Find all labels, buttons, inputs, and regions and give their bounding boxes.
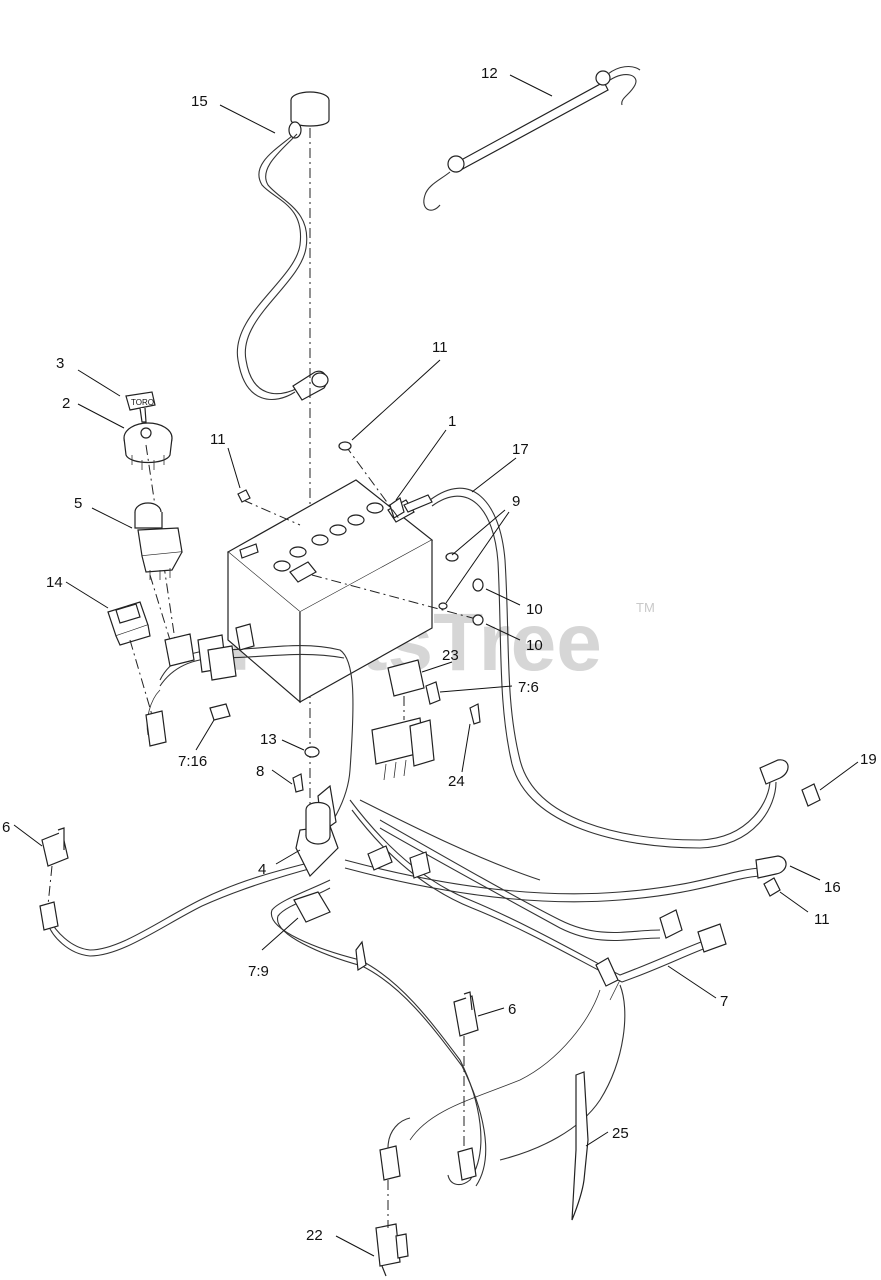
cable-16 <box>344 859 761 895</box>
part-ignition-switch <box>123 422 173 470</box>
part-solenoid <box>295 801 339 878</box>
callout-1: 1 <box>448 413 456 430</box>
part-relay-6-left <box>39 827 69 931</box>
callout-7-16: 7:16 <box>178 753 207 770</box>
washer-9-upper <box>445 552 459 562</box>
callout-25: 25 <box>612 1125 629 1142</box>
part-fuse-block <box>371 717 435 781</box>
part-key: TORO <box>125 391 156 423</box>
callout-7: 7 <box>720 993 728 1010</box>
leader-lines <box>13 74 859 1257</box>
callout-16: 16 <box>824 879 841 896</box>
callout-10-upper: 10 <box>526 601 543 618</box>
bolt-19 <box>801 783 821 807</box>
callouts: 12 15 11 3 2 1 11 17 9 5 14 10 10 23 7:6… <box>2 65 877 1244</box>
nut-11-upper <box>338 441 352 451</box>
dashline-battery-bolt <box>344 444 401 521</box>
callout-6-left: 6 <box>2 819 10 836</box>
callout-11-upper: 11 <box>432 339 448 356</box>
part-cable-tie <box>571 1071 589 1221</box>
callout-9: 9 <box>512 493 520 510</box>
bolt-8 <box>292 773 304 793</box>
callout-13: 13 <box>260 731 277 748</box>
bolt-10-lower <box>472 614 484 626</box>
part-strap <box>423 65 641 211</box>
part-pto-switch <box>134 502 183 580</box>
washer-9-lower <box>438 602 448 610</box>
ring-terminal-16 <box>755 855 787 879</box>
callout-11-left: 11 <box>210 431 226 448</box>
callout-11-right: 11 <box>814 911 830 928</box>
dashline-battery-terminal <box>311 574 481 621</box>
nut-11-right <box>763 877 781 897</box>
callout-15: 15 <box>191 93 208 110</box>
callout-6-mid: 6 <box>508 1001 516 1018</box>
dashline-meter <box>129 639 153 716</box>
callout-5: 5 <box>74 495 82 512</box>
callout-19: 19 <box>860 751 877 768</box>
dashline-switch <box>145 444 176 641</box>
dashline-pto <box>149 574 171 641</box>
callout-14: 14 <box>46 574 63 591</box>
cable-17 <box>429 487 771 841</box>
ring-terminal-19 <box>759 759 789 785</box>
callout-12: 12 <box>481 65 498 82</box>
hardware <box>237 441 821 897</box>
bolt-10-upper <box>472 578 484 592</box>
part-battery <box>226 479 434 704</box>
callout-2: 2 <box>62 395 70 412</box>
callout-7-6: 7:6 <box>518 679 539 696</box>
part-fuse-7-6 <box>425 681 441 705</box>
callout-7-9: 7:9 <box>248 963 269 980</box>
callout-3: 3 <box>56 355 64 372</box>
callout-23: 23 <box>442 647 459 664</box>
nut-11-left <box>237 489 251 503</box>
callout-8: 8 <box>256 763 264 780</box>
part-relay-23 <box>387 659 425 697</box>
connectors-cluster <box>145 623 255 747</box>
part-cable-cap <box>236 91 330 401</box>
callout-17: 17 <box>512 441 529 458</box>
screw-24 <box>469 703 481 725</box>
callout-24: 24 <box>448 773 465 790</box>
key-logo: TORO <box>131 398 154 407</box>
washer-13 <box>304 746 320 758</box>
part-switch-22 <box>375 1117 411 1277</box>
callout-10-lower: 10 <box>526 637 543 654</box>
part-hour-meter <box>107 601 151 646</box>
dashline-relay-left <box>47 865 53 906</box>
callout-4: 4 <box>258 861 266 878</box>
part-relay-6-mid <box>453 991 479 1181</box>
callout-22: 22 <box>306 1227 323 1244</box>
watermark-trademark: TM <box>636 600 655 615</box>
